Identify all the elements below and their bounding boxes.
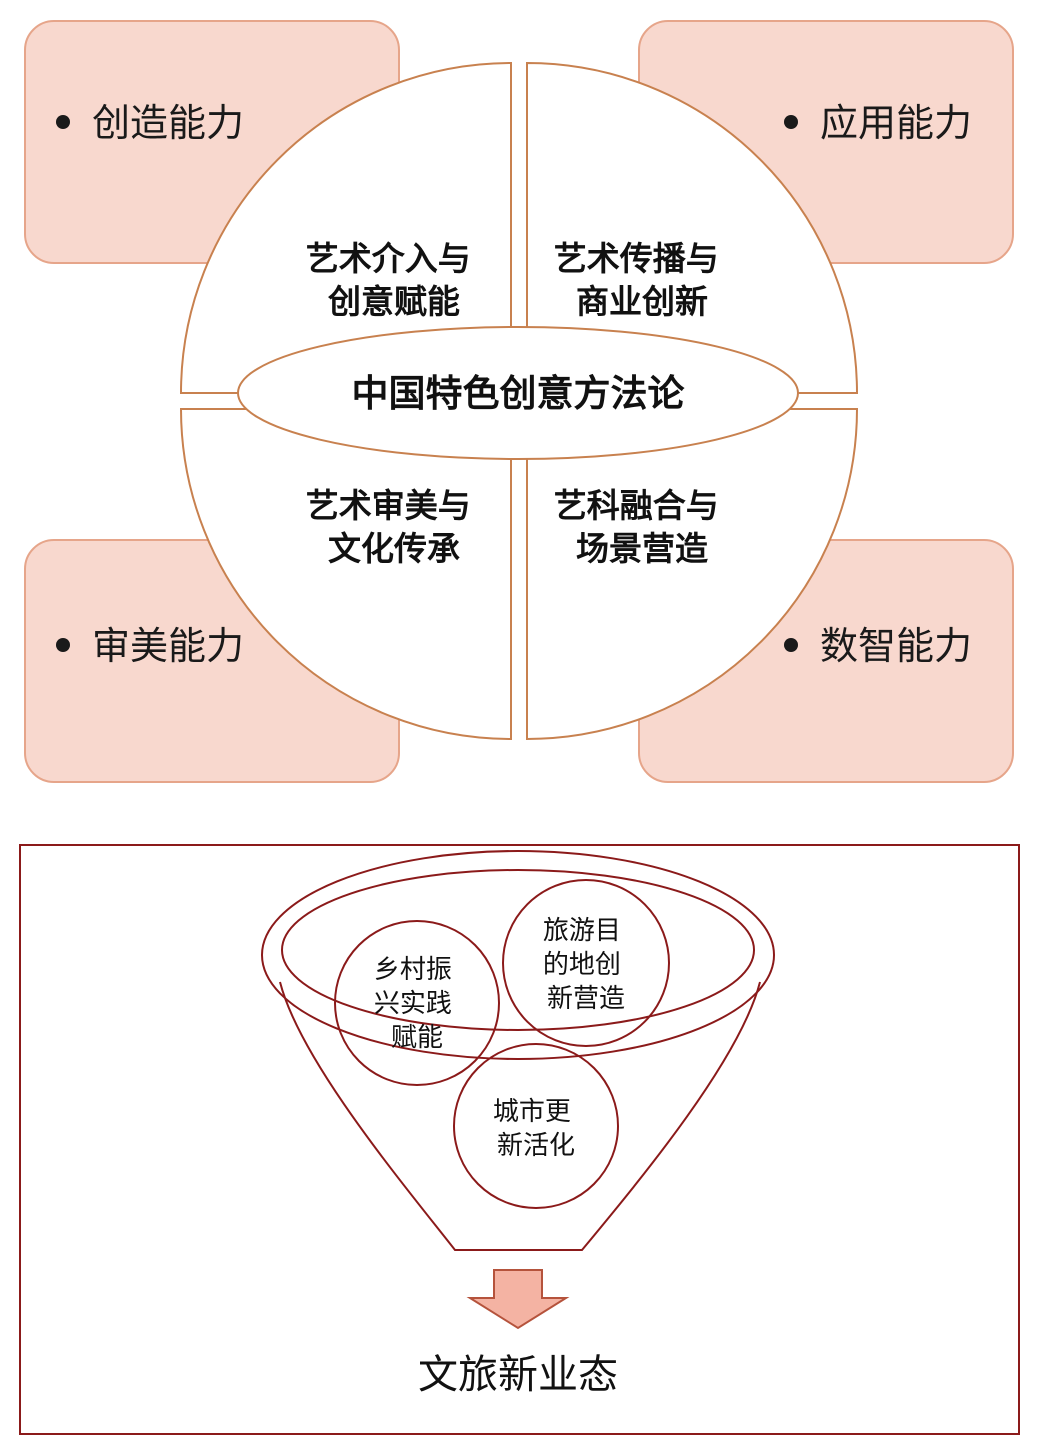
funnel-circle-left-label: 乡村振 兴实践 赋能 xyxy=(374,955,460,1053)
funnel-circle-right xyxy=(502,879,670,1047)
quadrant-label-bottom-right: 艺科融合与 场景营造 xyxy=(554,486,731,568)
quadrant-label-bottom-left: 艺术审美与 文化传承 xyxy=(306,486,483,568)
funnel-inner-rim xyxy=(281,869,755,1031)
funnel-outline xyxy=(279,981,761,1251)
funnel-circle-bottom xyxy=(453,1043,619,1209)
quadrant-label-top-right: 艺术传播与 商业创新 xyxy=(554,239,731,321)
quadrant-label-top-left: 艺术介入与 创意赋能 xyxy=(306,239,483,321)
funnel-outer-rim xyxy=(261,850,775,1060)
corner-label-bottom-right: 数智能力 xyxy=(784,627,972,665)
bullet-icon xyxy=(56,114,70,129)
bullet-icon xyxy=(784,114,798,129)
funnel-circle-bottom-label: 城市更 新活化 xyxy=(493,1097,579,1161)
corner-label-top-right: 应用能力 xyxy=(784,104,972,142)
quadrant-top-right xyxy=(526,61,859,394)
center-ellipse xyxy=(237,326,799,460)
funnel-panel-frame xyxy=(19,844,1020,1435)
output-label: 文旅新业态 xyxy=(418,1352,618,1398)
center-label: 中国特色创意方法论 xyxy=(352,372,686,415)
bullet-icon xyxy=(56,637,70,652)
quadrant-bottom-right xyxy=(526,408,859,741)
corner-label-top-left: 创造能力 xyxy=(56,104,244,142)
quadrant-bottom-left xyxy=(179,408,512,741)
corner-label-bottom-left: 审美能力 xyxy=(56,627,244,665)
down-arrow-icon xyxy=(466,1269,570,1330)
funnel-circle-left xyxy=(334,920,500,1086)
quadrant-top-left xyxy=(179,61,512,394)
bullet-icon xyxy=(784,637,798,652)
funnel-circle-right-label: 旅游目 的地创 新营造 xyxy=(543,916,629,1014)
